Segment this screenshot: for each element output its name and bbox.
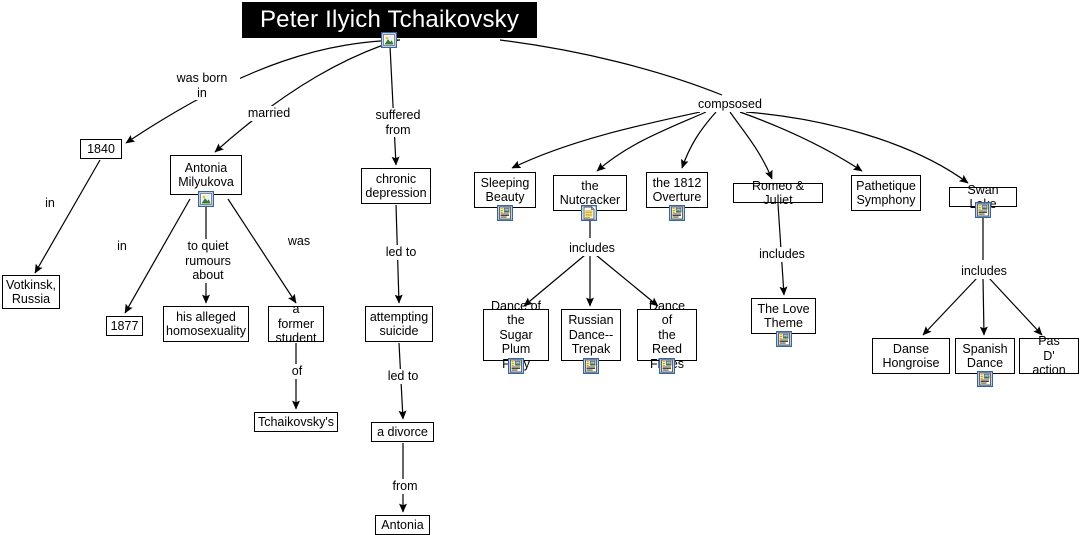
node-antonia-end[interactable]: Antonia	[375, 515, 430, 535]
node-label-depression: chronic depression	[365, 171, 427, 201]
node-label-y1840: 1840	[87, 141, 115, 156]
document-picture-icon[interactable]	[497, 205, 513, 221]
edge-root-to-antonia-m	[214, 39, 399, 153]
node-sleeping[interactable]: Sleeping Beauty	[474, 172, 536, 208]
edge-antonia-m-to-y1877	[124, 198, 191, 314]
link-label-compsosed[interactable]: compsosed	[690, 97, 770, 112]
node-y1877[interactable]: 1877	[106, 316, 143, 336]
edge-compsosed-to-nutcracker	[596, 111, 707, 172]
node-label-antonia-end: Antonia	[381, 517, 424, 532]
link-label-suffered-from[interactable]: suffered from	[368, 108, 428, 137]
document-picture-icon[interactable]	[977, 371, 993, 387]
node-label-romeo: Romeo & Juliet	[751, 178, 805, 208]
node-label-pas-daction: Pas D' action	[1032, 334, 1066, 378]
link-label-was-born-in[interactable]: was born in	[164, 71, 240, 100]
document-picture-icon[interactable]	[508, 358, 524, 374]
node-label-root: Peter Ilyich Tchaikovsky	[259, 6, 520, 33]
link-label-to-quiet[interactable]: to quiet rumours about	[177, 239, 239, 283]
node-label-antonia-m: Antonia Milyukova	[178, 160, 234, 190]
node-suicide[interactable]: attempting suicide	[365, 306, 433, 342]
edge-root-to-y1840	[125, 39, 401, 144]
link-label-was[interactable]: was	[282, 234, 316, 249]
node-tchaikovskys[interactable]: Tchaikovsky's	[254, 412, 338, 432]
node-label-y1877: 1877	[110, 318, 139, 333]
node-label-love-theme: The Love Theme	[757, 301, 810, 331]
edge-y1840-to-votkinsk	[34, 159, 101, 274]
link-label-from[interactable]: from	[386, 479, 424, 494]
document-picture-icon[interactable]	[975, 202, 991, 218]
node-label-homosexuality: his alleged homosexuality	[166, 309, 246, 339]
edge-compsosed-to-sleeping	[511, 111, 701, 169]
edge-compsosed-to-overture	[680, 111, 717, 169]
link-label-in-1877[interactable]: in	[110, 239, 134, 254]
node-romeo[interactable]: Romeo & Juliet	[733, 179, 823, 207]
link-label-led-to-2[interactable]: led to	[382, 369, 424, 384]
node-former-student[interactable]: a former student	[268, 302, 324, 345]
node-label-former-student: a former student	[275, 302, 317, 346]
edge-nutcracker-to-reed-flutes	[595, 254, 659, 307]
node-overture[interactable]: the 1812 Overture	[646, 172, 708, 208]
node-label-trepak: Russian Dance-- Trepak	[568, 313, 614, 357]
node-label-tchaikovskys: Tchaikovsky's	[257, 414, 335, 429]
node-label-danse-hong: Danse Hongroise	[882, 341, 940, 371]
node-pas-daction[interactable]: Pas D' action	[1019, 334, 1079, 377]
node-label-sleeping: Sleeping Beauty	[480, 175, 530, 205]
node-label-suicide: attempting suicide	[369, 309, 429, 339]
edge-root-to-compsosed	[499, 39, 723, 96]
edge-compsosed-to-romeo	[729, 111, 773, 180]
document-picture-icon[interactable]	[583, 358, 599, 374]
document-picture-icon[interactable]	[669, 205, 685, 221]
node-spanish-dance[interactable]: Spanish Dance	[955, 338, 1015, 374]
link-label-in-votkinsk[interactable]: in	[38, 196, 62, 211]
node-trepak[interactable]: Russian Dance-- Trepak	[561, 309, 621, 361]
node-divorce[interactable]: a divorce	[371, 422, 434, 442]
edge-swan-lake-to-danse-hong	[922, 277, 978, 336]
link-label-includes-swan[interactable]: includes	[955, 264, 1013, 279]
edge-nutcracker-to-sugar-plum	[523, 254, 586, 307]
edge-compsosed-to-pathetique	[739, 111, 863, 172]
node-votkinsk[interactable]: Votkinsk, Russia	[2, 275, 60, 309]
document-picture-icon[interactable]	[659, 358, 675, 374]
picture-icon[interactable]	[381, 32, 397, 48]
node-homosexuality[interactable]: his alleged homosexuality	[163, 306, 249, 342]
node-y1840[interactable]: 1840	[80, 139, 122, 159]
node-depression[interactable]: chronic depression	[361, 168, 431, 204]
document-lines-icon[interactable]	[581, 205, 597, 221]
edge-compsosed-to-swan-lake	[745, 111, 969, 184]
node-reed-flutes[interactable]: Dance of the Reed Flutes	[637, 299, 697, 371]
node-love-theme[interactable]: The Love Theme	[751, 298, 816, 334]
edge-root-to-depression	[389, 45, 400, 166]
node-antonia-m[interactable]: Antonia Milyukova	[170, 155, 242, 195]
edge-swan-lake-to-spanish-dance	[979, 277, 988, 336]
node-sugar-plum[interactable]: Dance of the Sugar Plum Fairy	[483, 299, 549, 371]
node-label-overture: the 1812 Overture	[652, 175, 702, 205]
node-label-reed-flutes: Dance of the Reed Flutes	[648, 298, 686, 371]
edge-swan-lake-to-pas-daction	[988, 277, 1043, 336]
node-danse-hong[interactable]: Danse Hongroise	[872, 338, 950, 374]
node-label-spanish-dance: Spanish Dance	[962, 341, 1008, 371]
node-label-votkinsk: Votkinsk, Russia	[5, 277, 57, 307]
link-label-includes-romeo[interactable]: includes	[753, 247, 811, 262]
node-label-pathetique: Pathetique Symphony	[856, 178, 916, 208]
link-label-married[interactable]: married	[240, 106, 298, 121]
edge-antonia-m-to-former-student	[227, 198, 297, 304]
link-label-of[interactable]: of	[286, 364, 308, 379]
node-pathetique[interactable]: Pathetique Symphony	[851, 175, 921, 211]
node-label-nutcracker: the Nutcracker	[559, 178, 621, 208]
picture-icon[interactable]	[198, 191, 214, 207]
link-label-led-to-1[interactable]: led to	[380, 245, 422, 260]
node-label-divorce: a divorce	[377, 424, 428, 439]
link-label-includes-nut[interactable]: includes	[563, 241, 621, 256]
document-picture-icon[interactable]	[776, 331, 792, 347]
